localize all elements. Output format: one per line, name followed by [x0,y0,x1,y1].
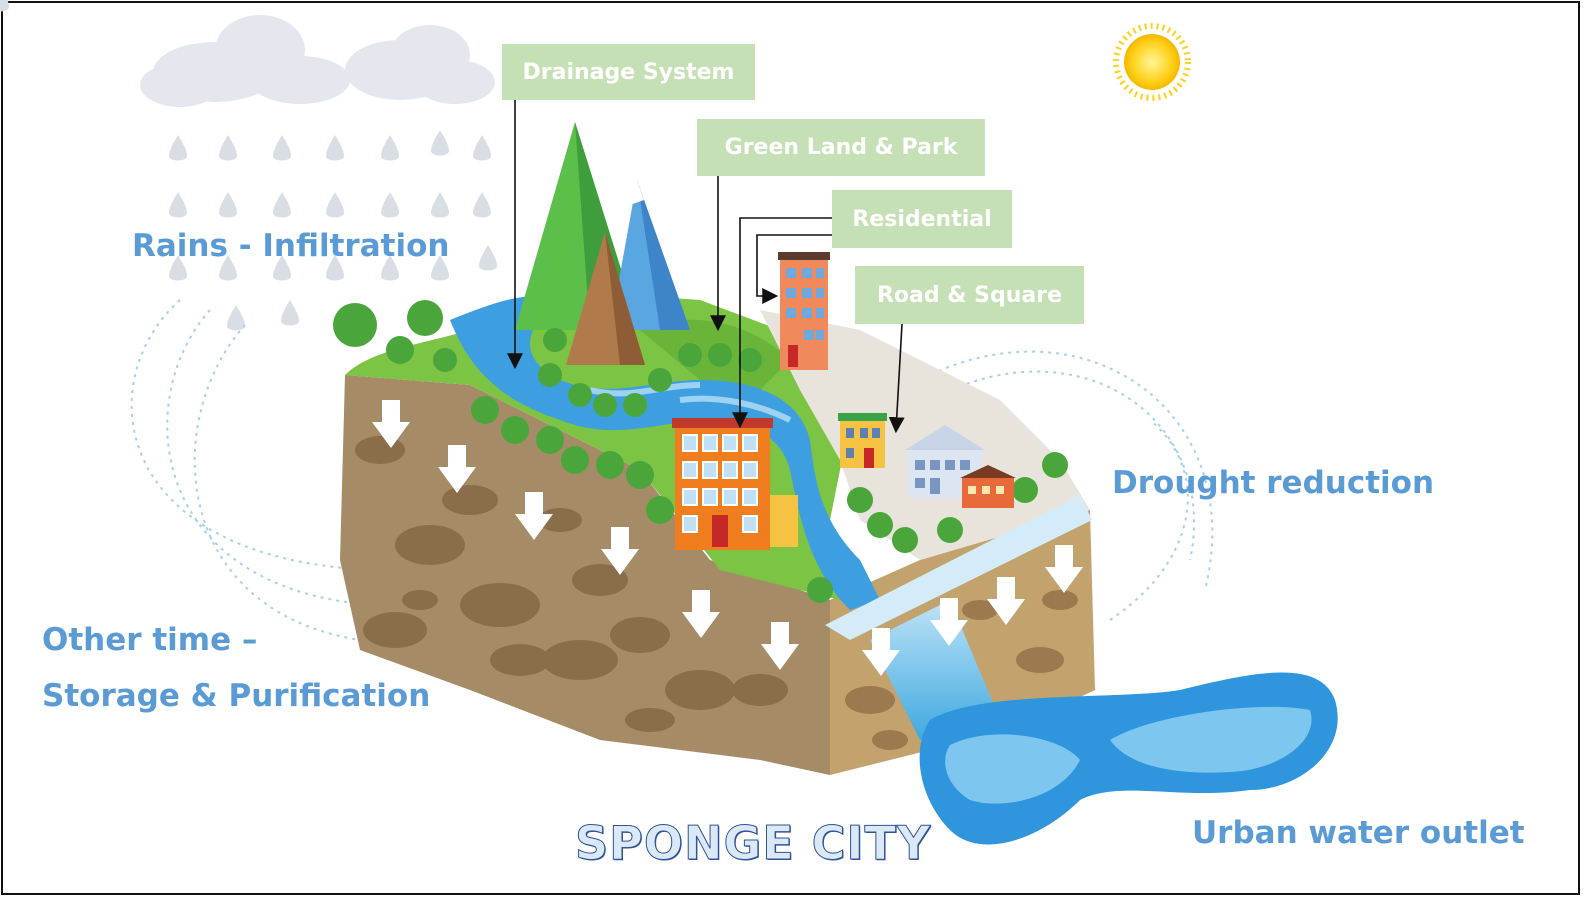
callout-residential: Residential [832,190,1012,248]
building-orange [672,418,798,550]
diagram-title: SPONGE CITY [574,816,932,871]
callout-road-square: Road & Square [855,266,1084,324]
mountains [515,122,690,365]
pond [919,672,1338,845]
callout-drainage-system: Drainage System [502,44,755,100]
callout-green-land-park: Green Land & Park [697,119,985,176]
label-drought-reduction: Drought reduction [1112,465,1435,501]
sun-icon [1113,23,1191,101]
flow-arcs-left [130,299,376,643]
infiltration-arrows [372,400,1083,676]
callout-arrows [507,100,905,434]
building-yellow [838,413,887,468]
label-rains-infiltration: Rains - Infiltration [132,228,450,264]
flow-arcs-right [909,350,1214,621]
label-urban-water-outlet: Urban water outlet [1192,815,1525,851]
waterfall [825,495,1092,640]
building-brown [960,465,1016,508]
label-other-time: Other time – [42,622,258,658]
label-storage-purification: Storage & Purification [42,678,431,714]
trees [333,300,1068,603]
river [450,296,880,610]
rain-drops [0,0,9,12]
building-tall [778,252,830,370]
cloud-icon [140,15,495,107]
